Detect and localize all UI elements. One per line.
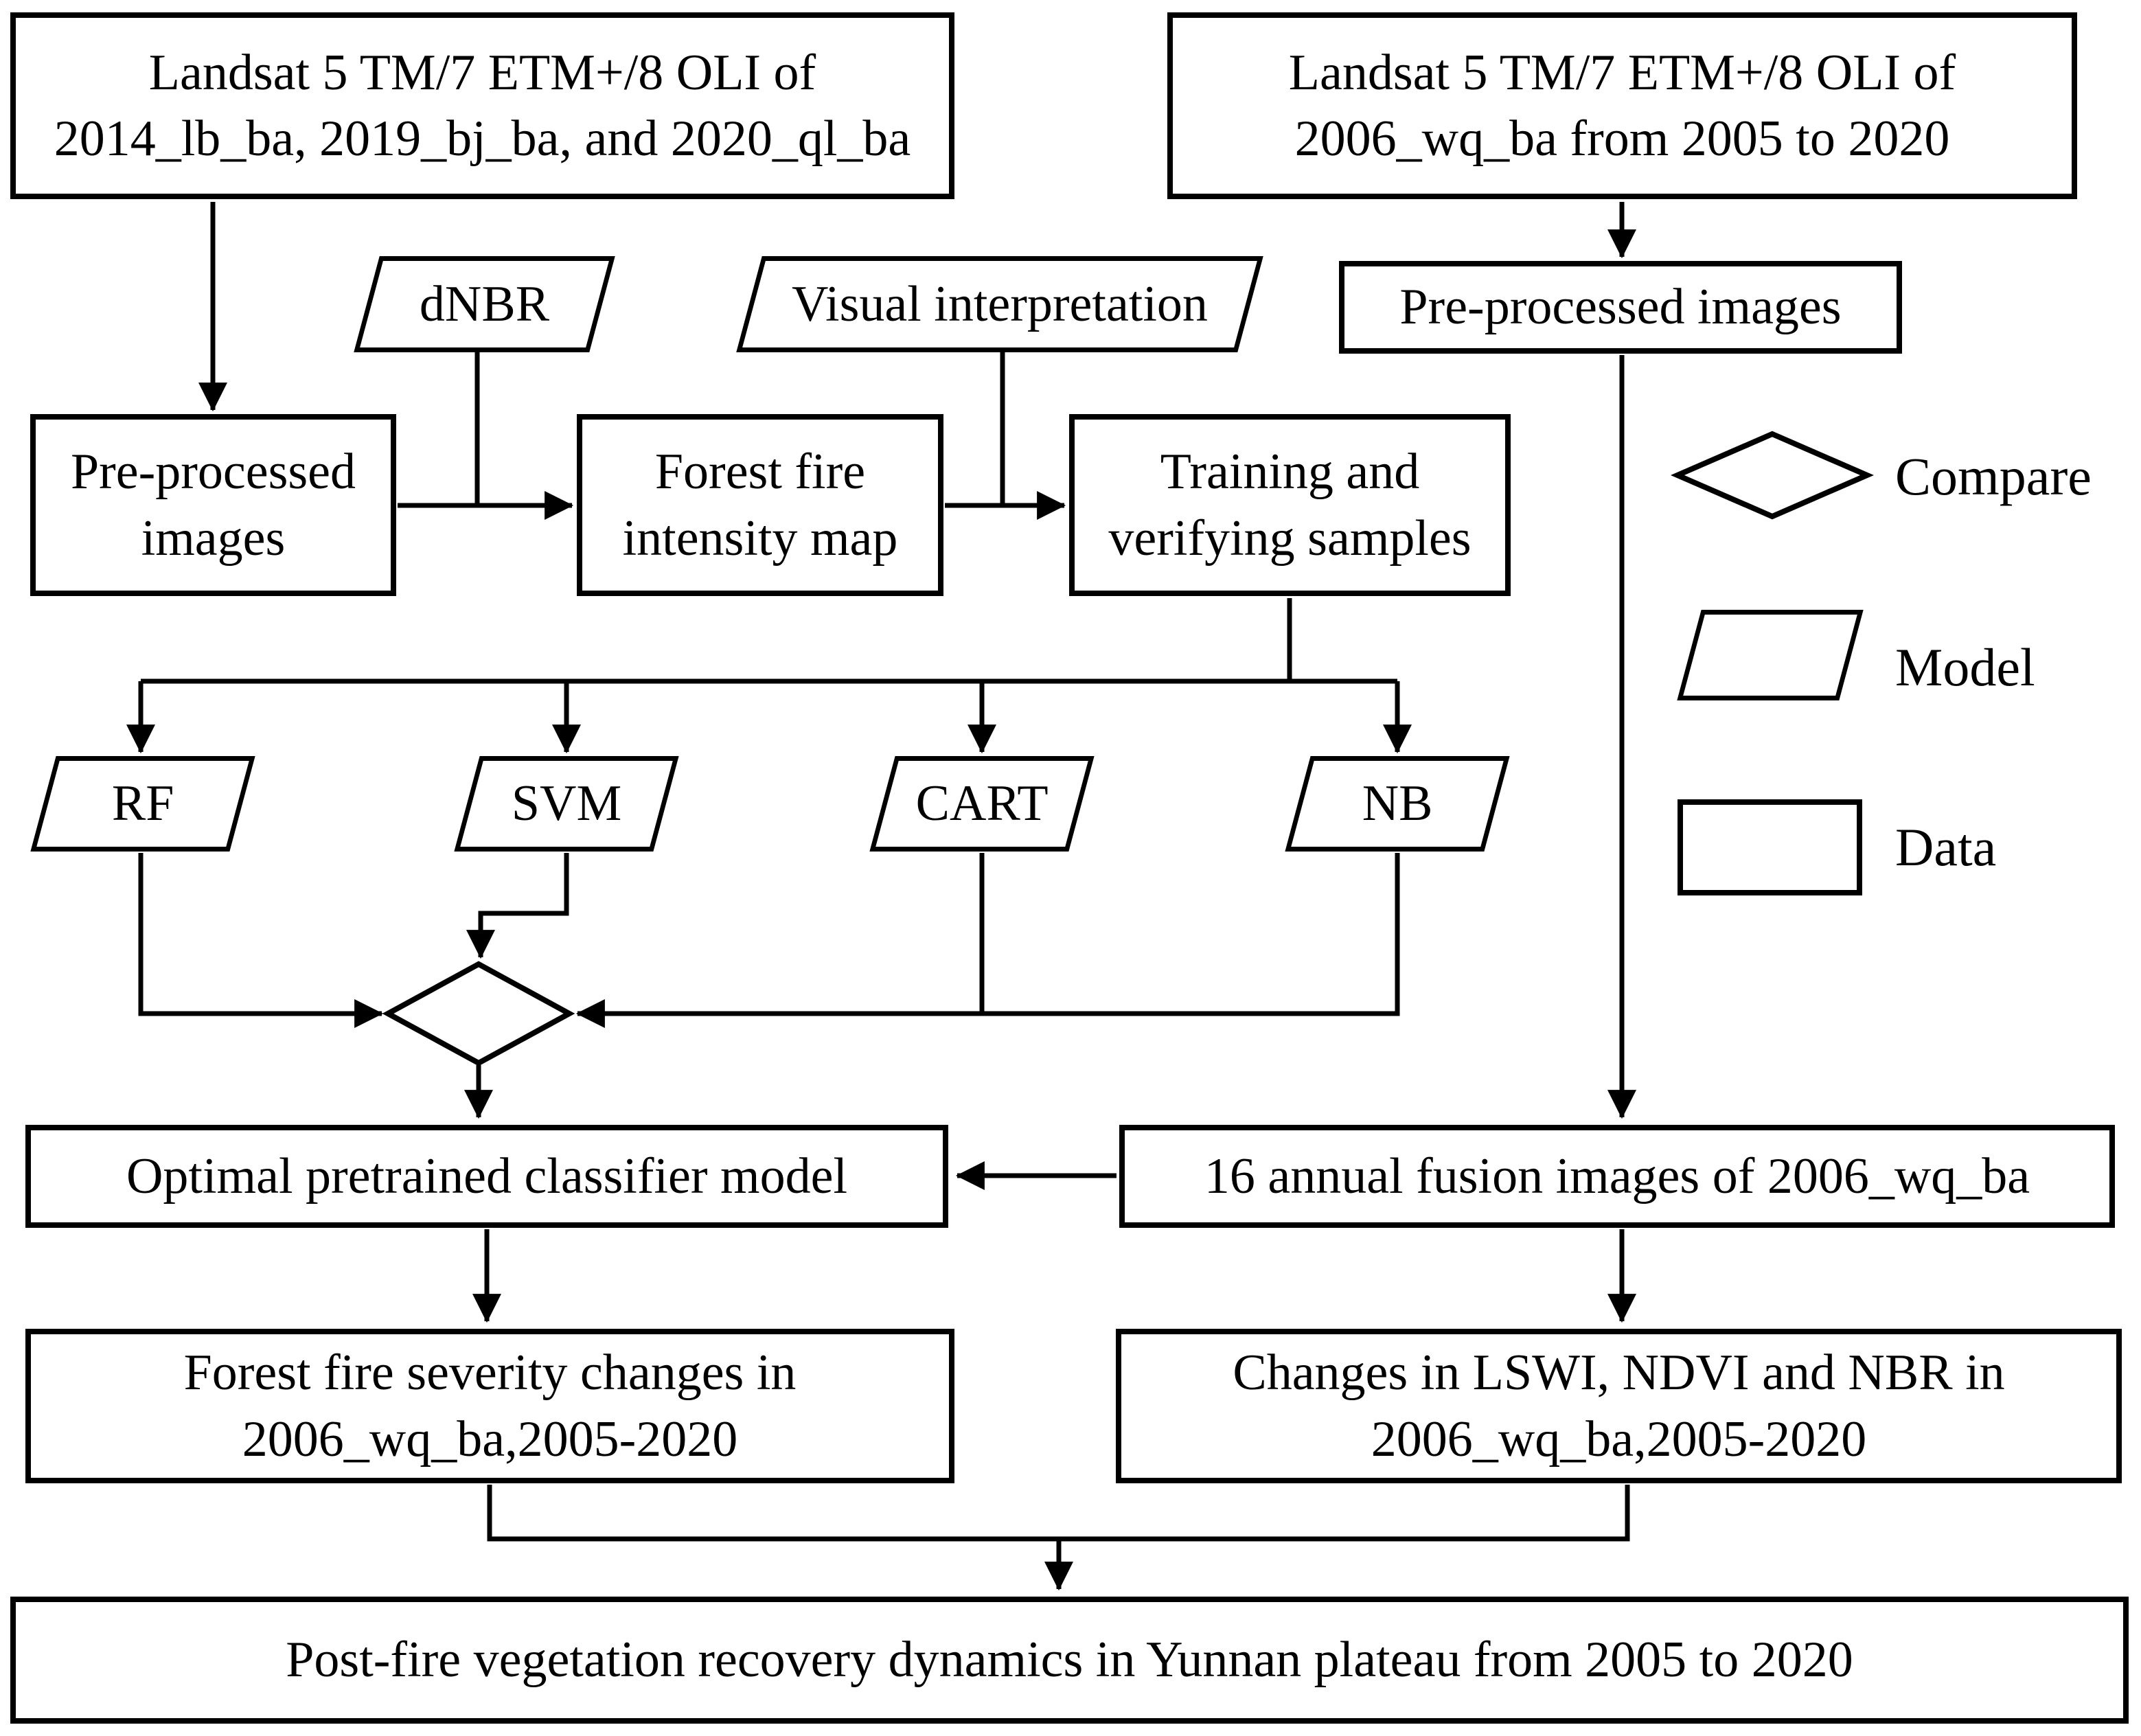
node-rf: RF xyxy=(30,756,255,852)
node-label-line: intensity map xyxy=(622,510,898,567)
node-label-line: verifying samples xyxy=(1108,510,1472,567)
node-label-line: Training and xyxy=(1160,444,1420,501)
node-cart: CART xyxy=(869,756,1095,852)
node-label-line: images xyxy=(141,510,286,567)
node-rf-inner: RF xyxy=(48,770,238,836)
node-label-line: Pre-processed images xyxy=(1399,279,1842,336)
node-nb: NB xyxy=(1285,756,1510,852)
node-severity-changes: Forest fire severity changes in 2006_wq_… xyxy=(25,1329,954,1483)
node-label-line: Optimal pretrained classifier model xyxy=(126,1147,848,1204)
node-visual-interpretation-inner: Visual interpretation xyxy=(754,271,1246,337)
node-label-line: 16 annual fusion images of 2006_wq_ba xyxy=(1204,1147,2030,1204)
node-training-samples: Training and verifying samples xyxy=(1069,414,1511,596)
node-label-line: NB xyxy=(1362,775,1433,832)
legend-model-label: Model xyxy=(1895,637,2035,697)
node-label-line: CART xyxy=(915,775,1049,832)
node-label-line: 2006_wq_ba from 2005 to 2020 xyxy=(1294,111,1950,167)
node-index-changes: Changes in LSWI, NDVI and NBR in 2006_wq… xyxy=(1116,1329,2122,1483)
node-label-line: 2006_wq_ba,2005-2020 xyxy=(242,1410,738,1467)
node-landsat-multi: Landsat 5 TM/7 ETM+/8 OLI of 2014_lb_ba,… xyxy=(10,12,954,199)
legend-diamond-icon xyxy=(1670,431,1875,520)
node-preprocessed-multi: Pre-processed images xyxy=(30,414,396,596)
node-recovery-dynamics: Post-fire vegetation recovery dynamics i… xyxy=(10,1597,2129,1724)
node-label-line: SVM xyxy=(511,775,622,832)
node-landsat-wq: Landsat 5 TM/7 ETM+/8 OLI of 2006_wq_ba … xyxy=(1167,12,2077,199)
legend-rect-icon xyxy=(1678,799,1862,895)
legend-compare-label: Compare xyxy=(1895,446,2092,506)
node-nb-inner: NB xyxy=(1303,770,1492,836)
node-label-line: RF xyxy=(111,775,174,832)
node-dnbr: dNBR xyxy=(354,256,615,352)
node-preprocessed-wq: Pre-processed images xyxy=(1339,261,1902,354)
edge-svm-to-compare xyxy=(466,853,569,959)
node-fusion-images: 16 annual fusion images of 2006_wq_ba xyxy=(1119,1125,2115,1228)
node-cart-inner: CART xyxy=(887,770,1077,836)
node-label-line: Landsat 5 TM/7 ETM+/8 OLI of xyxy=(148,44,816,101)
edge-nb-to-compare xyxy=(575,853,1400,1028)
node-label-line: 2014_lb_ba, 2019_bj_ba, and 2020_ql_ba xyxy=(54,111,911,167)
edge-rf-to-compare xyxy=(138,853,384,1028)
node-label-line: Changes in LSWI, NDVI and NBR in xyxy=(1233,1345,2005,1402)
node-svm-inner: SVM xyxy=(472,770,661,836)
node-label-line: Post-fire vegetation recovery dynamics i… xyxy=(286,1632,1853,1689)
node-label-line: Pre-processed xyxy=(70,444,356,501)
node-label-line: Forest fire xyxy=(654,444,866,501)
node-svm: SVM xyxy=(454,756,679,852)
node-label-line: 2006_wq_ba,2005-2020 xyxy=(1371,1410,1867,1467)
legend-parallelogram-icon xyxy=(1677,610,1864,700)
node-visual-interpretation: Visual interpretation xyxy=(736,256,1263,352)
node-label-line: Forest fire severity changes in xyxy=(183,1345,797,1402)
node-fire-intensity-map: Forest fire intensity map xyxy=(577,414,943,596)
node-dnbr-inner: dNBR xyxy=(371,271,597,337)
legend-data-label: Data xyxy=(1895,817,1997,877)
edge-merge-line xyxy=(487,1485,1630,1542)
node-label-line: dNBR xyxy=(419,275,550,332)
node-optimal-model: Optimal pretrained classifier model xyxy=(25,1125,948,1228)
node-label-line: Landsat 5 TM/7 ETM+/8 OLI of xyxy=(1288,44,1956,101)
compare-diamond-shape xyxy=(382,961,575,1066)
node-label-line: Visual interpretation xyxy=(792,275,1208,332)
